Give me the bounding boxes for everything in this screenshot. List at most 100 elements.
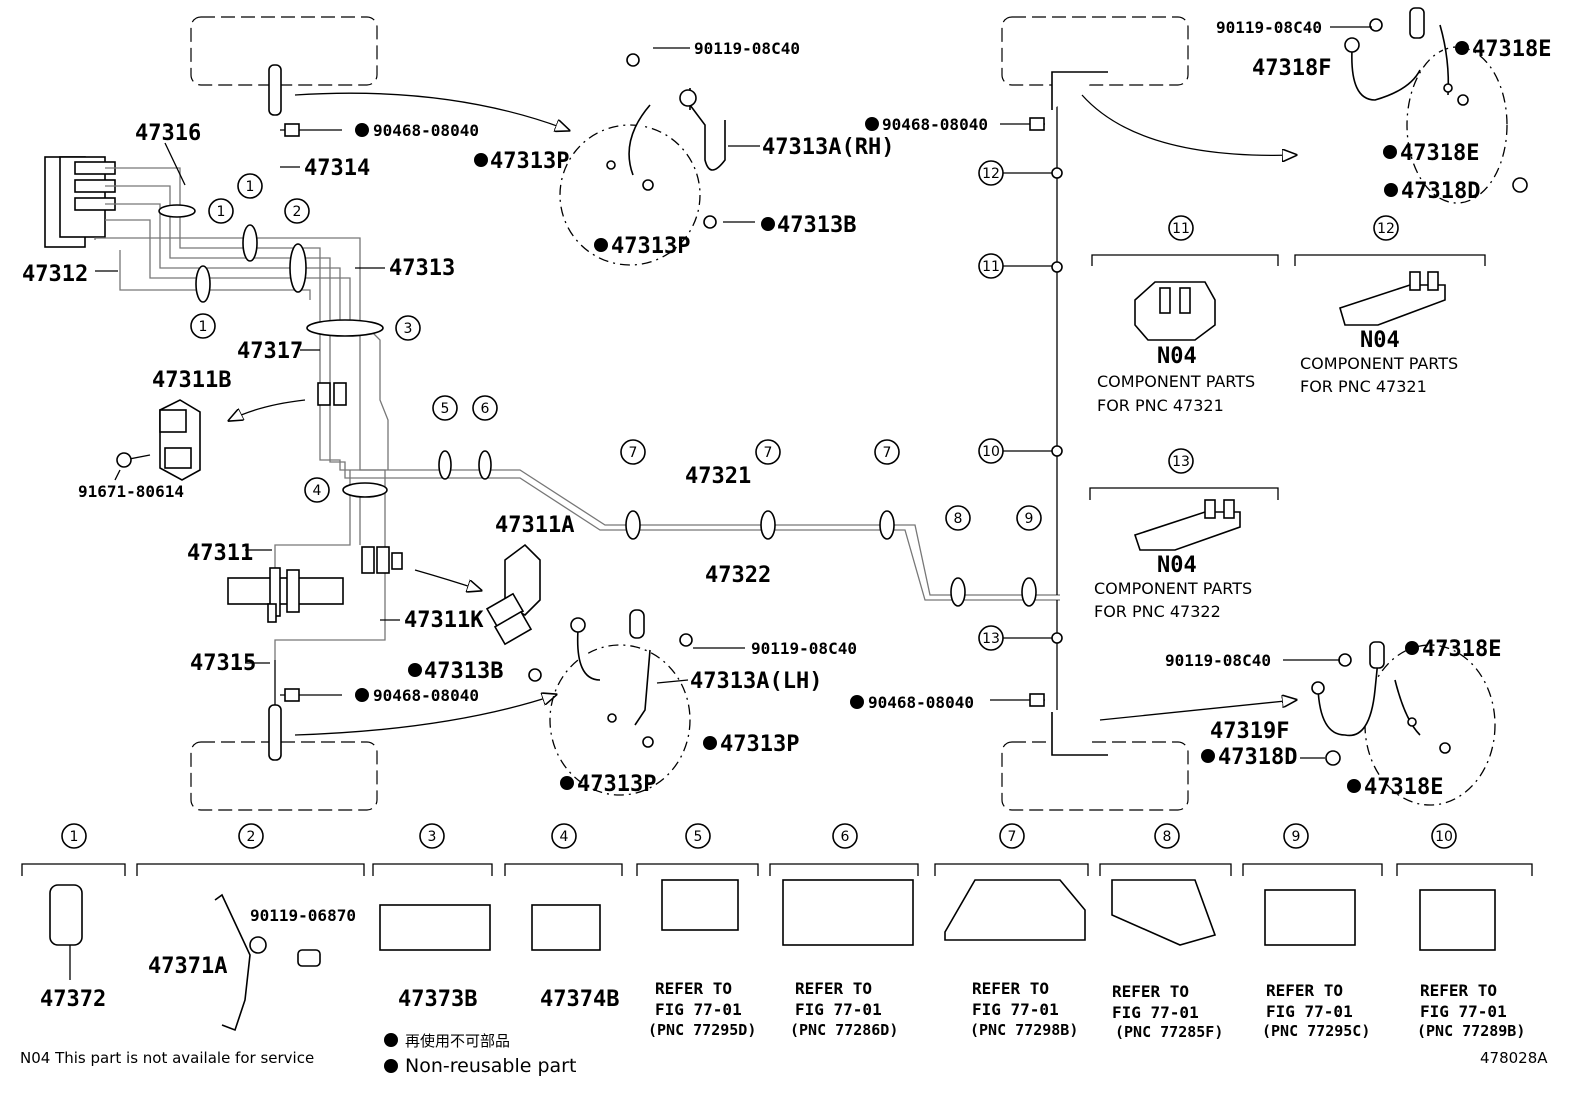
bottom-callout-8: 8 [1163,829,1172,845]
refer-to-8: REFER TO [1112,982,1189,1001]
callout-11-header: 11 [1172,221,1190,237]
front-right-tube-end [1051,71,1108,110]
front-left-tube-end [268,64,282,116]
n04-label-12: N04 [1360,328,1400,353]
flex-hose-front-left [559,53,726,266]
label-47316: 47316 [135,121,201,146]
refer-to-10: REFER TO [1420,981,1497,1000]
bracket-47311B [116,399,201,481]
junction-47311K [361,546,403,574]
callout-9: 9 [1025,511,1034,527]
label-90119-08C40-lh: 90119-08C40 [751,639,857,658]
callout-11: 11 [982,259,1000,275]
leader-lines [95,26,1372,759]
refer-to-6: REFER TO [795,979,872,998]
label-90468-08040-d: 90468-08040 [868,693,974,712]
label-47319F: 47319F [1210,719,1289,744]
fig-5: FIG 77-01 [655,1000,742,1019]
n04-service-note: N04 This part is not availale for servic… [20,1049,314,1067]
refer-to-9: REFER TO [1266,981,1343,1000]
callout-4: 4 [313,483,322,499]
arrow-to-front-left-hose [294,92,568,130]
wheel-box-rear-left [190,741,378,811]
callout-circles: 1 1 1 2 3 4 5 6 7 7 7 8 9 10 11 12 13 11… [61,160,1457,849]
callout-10: 10 [982,444,1000,460]
label-47374B: 47374B [540,987,619,1012]
label-47313B-lh: 47313B [424,659,503,684]
label-90119-08C40-rh: 90119-08C40 [694,39,800,58]
flex-hose-rear-right [1311,641,1496,806]
bottom-callout-1: 1 [70,829,79,845]
bottom-clamp-drawings [21,863,1533,1032]
label-47318E-1: 47318E [1472,37,1551,62]
bottom-callout-7: 7 [1008,829,1017,845]
component-parts-label-13: COMPONENT PARTS [1094,579,1252,598]
callout-5: 5 [441,401,450,417]
label-47311: 47311 [187,541,253,566]
wheel-box-front-left [190,16,378,86]
figure-id: 478028A [1480,1049,1548,1067]
label-47318D-2: 47318D [1218,745,1297,770]
rear-right-tube-end [1051,712,1108,756]
callout-7a: 7 [629,445,638,461]
bundle-clamps [158,167,1063,644]
label-47318E-4: 47318E [1364,775,1443,800]
callout-1c: 1 [199,319,208,335]
pnc-10: (PNC 77289B) [1417,1022,1525,1040]
component-parts-label-12: COMPONENT PARTS [1300,354,1458,373]
bottom-callout-3: 3 [428,829,437,845]
pnc-7: (PNC 77298B) [970,1021,1078,1039]
callout-1a: 1 [246,179,255,195]
callout-12-header: 12 [1377,221,1395,237]
callout-13-header: 13 [1172,454,1190,470]
refer-to-7: REFER TO [972,979,1049,998]
label-47322: 47322 [705,563,771,588]
label-47318E-2: 47318E [1400,141,1479,166]
rear-left-tube-end [268,704,282,761]
fig-10: FIG 77-01 [1420,1002,1507,1021]
callout-7b: 7 [764,445,773,461]
bottom-callout-5: 5 [694,829,703,845]
pnc-8: (PNC 77285F) [1115,1023,1223,1041]
arrow-to-front-right-hose [1081,94,1295,155]
for-pnc-47321-a: FOR PNC 47321 [1097,396,1224,415]
arrow-to-rear-left-hose [294,695,555,736]
callout-1b: 1 [217,204,226,220]
label-47313A-lh: 47313A(LH) [690,669,822,694]
n04-label-13: N04 [1157,553,1197,578]
label-90119-08C40-rr-2: 90119-08C40 [1165,651,1271,670]
label-47318E-3: 47318E [1422,637,1501,662]
label-90468-08040-a: 90468-08040 [373,121,479,140]
callout-2: 2 [293,204,302,220]
bracket-47311A [485,543,541,646]
callout-8: 8 [954,511,963,527]
label-47312: 47312 [22,262,88,287]
component-parts-label-11: COMPONENT PARTS [1097,372,1255,391]
label-47318F: 47318F [1252,56,1331,81]
label-47313P-rh-2: 47313P [611,234,690,259]
bottom-callout-2: 2 [247,829,256,845]
wheel-box-front-right [1001,16,1189,86]
for-pnc-47322: FOR PNC 47322 [1094,602,1221,621]
wheel-box-rear-right [1001,741,1189,811]
label-47313P-rh-1: 47313P [490,149,569,174]
arrow-to-rear-right-hose [1099,700,1295,721]
bottom-callout-9: 9 [1292,829,1301,845]
callout-3: 3 [404,321,413,337]
legend-non-reusable-en: Non-reusable part [405,1055,576,1077]
label-91671-80614: 91671-80614 [78,482,184,501]
callout-7c: 7 [883,445,892,461]
bottom-callout-6: 6 [841,829,850,845]
flex-hose-rear-left [528,609,693,796]
pnc-6: (PNC 77286D) [790,1021,898,1039]
for-pnc-47321-b: FOR PNC 47321 [1300,377,1427,396]
arrow-to-47311B [230,399,306,420]
callout-12: 12 [982,166,1000,182]
label-47313P-lh-2: 47313P [577,772,656,797]
pnc-9: (PNC 77295C) [1262,1022,1370,1040]
arrow-to-47311A [414,569,480,590]
proportioning-valve-47311 [227,567,344,623]
label-90468-08040-c: 90468-08040 [882,115,988,134]
callout-13: 13 [982,631,1000,647]
